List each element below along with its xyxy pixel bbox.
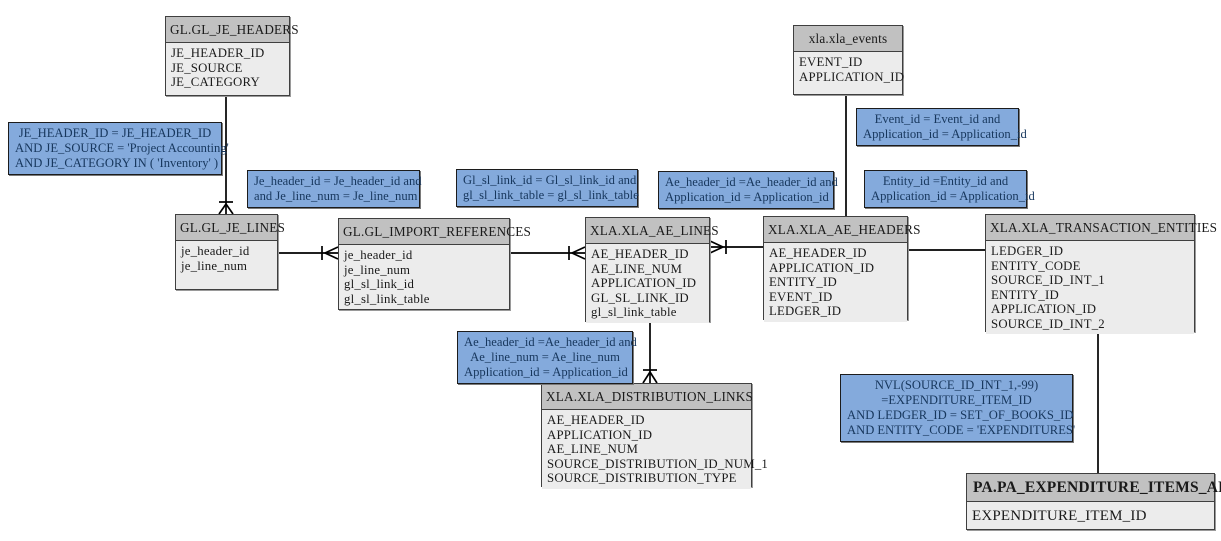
table-title: GL.GL_IMPORT_REFERENCES bbox=[339, 219, 531, 245]
annotation-line: Application_id = Application_id bbox=[863, 127, 1027, 141]
table-title: XLA.XLA_TRANSACTION_ENTITIES bbox=[986, 215, 1217, 241]
table-title: GL.GL_JE_HEADERS bbox=[166, 17, 299, 43]
table-field: je_line_num bbox=[181, 258, 248, 273]
annotation-line: Ae_header_id =Ae_header_id and bbox=[665, 175, 838, 189]
annotation-line: JE_HEADER_ID = JE_HEADER_ID bbox=[18, 126, 212, 140]
table-field: APPLICATION_ID bbox=[799, 69, 905, 84]
table-field-list: EXPENDITURE_ITEM_ID bbox=[967, 502, 1214, 529]
annotation-line: NVL(SOURCE_ID_INT_1,-99) bbox=[874, 378, 1039, 392]
annotation-line: Event_id = Event_id and bbox=[874, 112, 1001, 126]
table-field: JE_HEADER_ID bbox=[171, 46, 265, 60]
annotation-line: Gl_sl_link_id = Gl_sl_link_id and bbox=[463, 173, 637, 187]
table-pa-expenditure-items-all: PA.PA_EXPENDITURE_ITEMS_ALL EXPENDITURE_I… bbox=[966, 473, 1221, 530]
table-field: SOURCE_ID_INT_2 bbox=[991, 316, 1105, 331]
table-field: gl_sl_link_table bbox=[344, 291, 430, 306]
table-field: AE_LINE_NUM bbox=[547, 442, 639, 456]
connector-import-references-to-ae-lines bbox=[498, 246, 586, 260]
annotation-line: AND ENTITY_CODE = 'EXPENDITURES' bbox=[847, 423, 1076, 437]
table-field: SOURCE_DISTRIBUTION_TYPE bbox=[547, 471, 737, 485]
annotation-line: AND LEDGER_ID = SET_OF_BOOKS_ID bbox=[847, 408, 1074, 422]
table-title: GL.GL_JE_LINES bbox=[176, 215, 285, 241]
table-field: gl_sl_link_id bbox=[344, 277, 415, 291]
table-field: je_header_id bbox=[181, 244, 250, 258]
table-field: ENTITY_ID bbox=[991, 287, 1059, 302]
table-field: LEDGER_ID bbox=[769, 304, 842, 318]
annotation-join-entities-pa: NVL(SOURCE_ID_INT_1,-99)=EXPENDITURE_ITE… bbox=[840, 374, 1076, 442]
table-field: EVENT_ID bbox=[799, 55, 863, 69]
annotation-line: AND JE_CATEGORY IN ( 'Inventory' ) bbox=[15, 156, 219, 170]
table-field: AE_HEADER_ID bbox=[547, 413, 645, 427]
table-title: XLA.XLA_AE_LINES bbox=[586, 218, 719, 244]
annotation-line: gl_sl_link_table = gl_sl_link_table bbox=[463, 188, 639, 202]
table-field: EVENT_ID bbox=[769, 289, 833, 304]
table-field: APPLICATION_ID bbox=[769, 260, 875, 275]
annotation-line: Application_id = Application_id bbox=[871, 189, 1035, 203]
table-field: ENTITY_CODE bbox=[991, 258, 1081, 273]
table-field: JE_SOURCE bbox=[171, 60, 243, 75]
table-field: JE_CATEGORY bbox=[171, 75, 260, 89]
table-field: AE_HEADER_ID bbox=[769, 246, 867, 260]
annotation-line: Application_id = Application_id bbox=[665, 190, 829, 204]
connector-je-headers-to-je-lines bbox=[218, 80, 234, 215]
table-field: SOURCE_DISTRIBUTION_ID_NUM_1 bbox=[547, 456, 769, 471]
table-title: PA.PA_EXPENDITURE_ITEMS_ALL bbox=[967, 474, 1221, 502]
table-field: AE_LINE_NUM bbox=[591, 261, 683, 276]
annotation-line: and Je_line_num = Je_line_num bbox=[254, 189, 418, 203]
annotation-line: Ae_line_num = Ae_line_num bbox=[470, 350, 620, 364]
table-title: XLA.XLA_DISTRIBUTION_LINKS bbox=[542, 384, 753, 410]
table-field: GL_SL_LINK_ID bbox=[591, 290, 689, 305]
annotation-line: Application_id = Application_id bbox=[464, 365, 628, 379]
table-field: ENTITY_ID bbox=[769, 275, 837, 289]
table-field: AE_HEADER_ID bbox=[591, 247, 689, 261]
table-title: xla.xla_events bbox=[794, 26, 902, 52]
table-field: je_header_id bbox=[344, 248, 413, 262]
table-field: gl_sl_link_table bbox=[591, 305, 677, 319]
table-field: APPLICATION_ID bbox=[991, 302, 1097, 316]
annotation-line: AND JE_SOURCE = 'Project Accounting' bbox=[15, 141, 229, 155]
table-field: EXPENDITURE_ITEM_ID bbox=[972, 508, 1147, 524]
table-field: SOURCE_ID_INT_1 bbox=[991, 273, 1105, 287]
annotation-line: =EXPENDITURE_ITEM_ID bbox=[881, 393, 1032, 407]
annotation-line: Entity_id =Entity_id and bbox=[882, 174, 1009, 188]
table-field: LEDGER_ID bbox=[991, 244, 1064, 258]
table-field: je_line_num bbox=[344, 262, 411, 277]
annotation-line: Je_header_id = Je_header_id and bbox=[254, 174, 422, 188]
annotation-line: Ae_header_id =Ae_header_id and bbox=[464, 335, 637, 349]
table-field: APPLICATION_ID bbox=[547, 427, 653, 442]
table-field: APPLICATION_ID bbox=[591, 276, 697, 290]
table-title: XLA.XLA_AE_HEADERS bbox=[764, 217, 920, 243]
